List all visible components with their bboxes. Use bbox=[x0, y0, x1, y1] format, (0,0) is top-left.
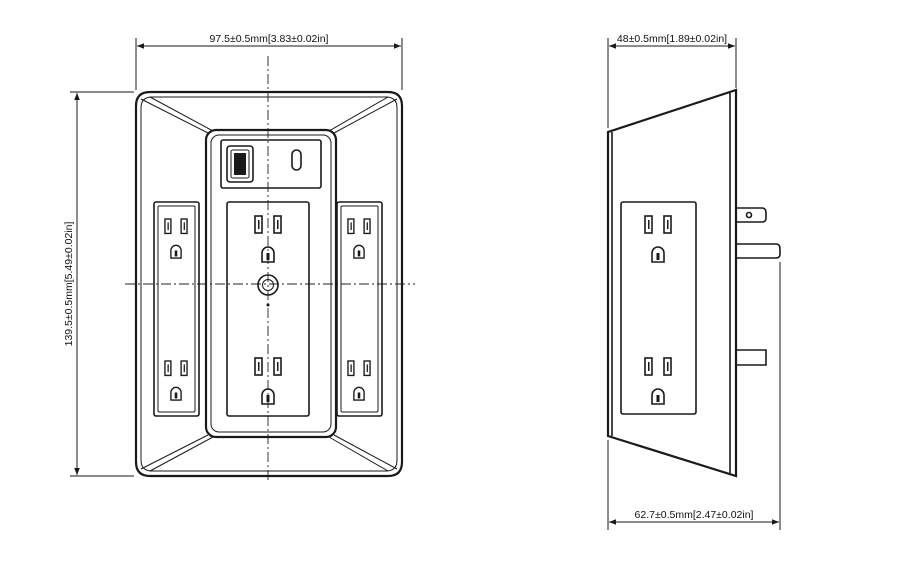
outlet-icon bbox=[347, 360, 371, 401]
side-view: 48±0.5mm[1.89±0.02in] 62.7±0.5mm[2.47±0.… bbox=[606, 33, 781, 530]
plug-prong-icon bbox=[736, 349, 767, 366]
front-height-dimension: 139.5±0.5mm[5.49±0.02in] bbox=[63, 91, 134, 477]
front-view: 97.5±0.5mm[3.83±0.02in] 139.5±0.5mm[5.49… bbox=[63, 33, 415, 482]
inner-face-edge bbox=[210, 134, 332, 433]
side-body bbox=[606, 88, 738, 478]
outlet-icon bbox=[644, 357, 672, 405]
side-depth-top-dimension: 48±0.5mm[1.89±0.02in] bbox=[607, 33, 737, 128]
side-depth-bottom-dimension: 62.7±0.5mm[2.47±0.02in] bbox=[607, 262, 781, 530]
outer-plate-inner-edge bbox=[140, 96, 398, 472]
front-height-label: 139.5±0.5mm[5.49±0.02in] bbox=[63, 222, 75, 347]
outlet-icon bbox=[644, 215, 672, 263]
outlet-icon bbox=[164, 360, 188, 401]
center-outlet-panel bbox=[226, 201, 310, 417]
left-outlet-panel bbox=[153, 201, 200, 417]
side-outlet-panel bbox=[620, 201, 697, 415]
side-depth-bottom-label: 62.7±0.5mm[2.47±0.02in] bbox=[635, 509, 754, 521]
outlet-icon bbox=[164, 218, 188, 259]
plug-prong-icon bbox=[736, 243, 781, 259]
side-depth-top-label: 48±0.5mm[1.89±0.02in] bbox=[617, 33, 727, 45]
outlet-icon bbox=[347, 218, 371, 259]
mounting-screw-icon bbox=[257, 274, 279, 307]
front-width-label: 97.5±0.5mm[3.83±0.02in] bbox=[210, 33, 329, 45]
outer-plate bbox=[134, 90, 404, 478]
plug-prong-icon bbox=[736, 207, 767, 223]
inner-face bbox=[204, 128, 338, 439]
usb-c-port-icon bbox=[291, 149, 302, 171]
usb-a-port-icon bbox=[226, 145, 254, 183]
bevel-lines bbox=[140, 96, 398, 472]
right-outlet-panel bbox=[336, 201, 383, 417]
usb-panel bbox=[220, 139, 322, 189]
front-width-dimension: 97.5±0.5mm[3.83±0.02in] bbox=[135, 33, 403, 90]
